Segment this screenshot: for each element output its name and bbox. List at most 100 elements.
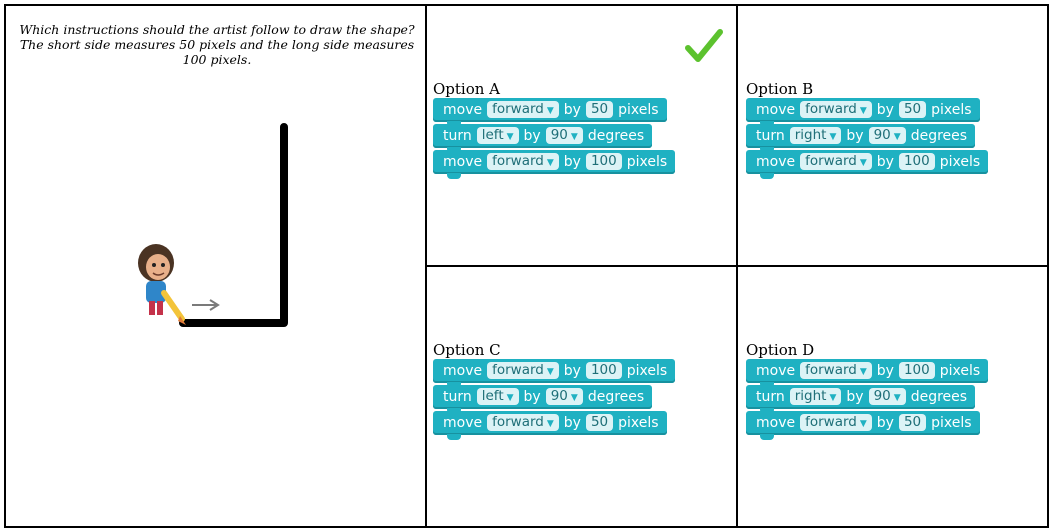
amount-value: 50 bbox=[903, 101, 922, 117]
direction-dropdown[interactable]: forward▼ bbox=[800, 362, 872, 379]
option-label: Option B bbox=[746, 80, 814, 98]
amount-field[interactable]: 90▼ bbox=[545, 388, 583, 405]
amount-field[interactable]: 90▼ bbox=[868, 127, 906, 144]
direction-dropdown[interactable]: forward▼ bbox=[487, 101, 559, 118]
direction-dropdown[interactable]: forward▼ bbox=[487, 153, 559, 170]
dropdown-arrow-icon: ▼ bbox=[570, 132, 578, 142]
dropdown-arrow-icon: ▼ bbox=[859, 367, 867, 377]
dropdown-arrow-icon: ▼ bbox=[859, 106, 867, 116]
block-connector bbox=[447, 434, 461, 440]
block-command: move bbox=[443, 363, 483, 379]
block-command: turn bbox=[756, 128, 785, 144]
direction-value: left bbox=[481, 127, 504, 143]
block-command: turn bbox=[443, 128, 472, 144]
amount-value: 90 bbox=[550, 388, 568, 404]
dropdown-arrow-icon: ▼ bbox=[859, 158, 867, 168]
amount-value: 50 bbox=[590, 101, 609, 117]
amount-field[interactable]: 100 bbox=[585, 362, 622, 379]
block-by-label: by bbox=[846, 128, 864, 144]
artist-character-icon bbox=[138, 244, 186, 325]
block-unit: degrees bbox=[910, 128, 968, 144]
block-unit: degrees bbox=[587, 128, 645, 144]
amount-value: 50 bbox=[903, 414, 922, 430]
amount-field[interactable]: 100 bbox=[898, 362, 935, 379]
dropdown-arrow-icon: ▼ bbox=[893, 393, 901, 403]
dropdown-arrow-icon: ▼ bbox=[506, 393, 514, 403]
block-unit: pixels bbox=[626, 154, 668, 170]
option-label: Option D bbox=[746, 341, 815, 359]
block-unit: pixels bbox=[931, 102, 972, 118]
block-unit: pixels bbox=[939, 363, 981, 379]
amount-value: 90 bbox=[873, 127, 891, 143]
amount-field[interactable]: 100 bbox=[898, 153, 935, 170]
block-by-label: by bbox=[876, 363, 894, 379]
amount-field[interactable]: 50 bbox=[585, 414, 614, 431]
dropdown-arrow-icon: ▼ bbox=[546, 367, 554, 377]
block-by-label: by bbox=[876, 154, 894, 170]
block-unit: pixels bbox=[626, 363, 668, 379]
block-by-label: by bbox=[563, 363, 581, 379]
direction-value: forward bbox=[805, 153, 857, 169]
dropdown-arrow-icon: ▼ bbox=[546, 106, 554, 116]
direction-dropdown[interactable]: forward▼ bbox=[800, 101, 872, 118]
block-connector bbox=[447, 173, 461, 179]
amount-field[interactable]: 50 bbox=[898, 414, 927, 431]
direction-value: forward bbox=[805, 414, 857, 430]
direction-dropdown[interactable]: forward▼ bbox=[487, 362, 559, 379]
block-by-label: by bbox=[563, 415, 581, 431]
direction-dropdown[interactable]: right▼ bbox=[789, 388, 842, 405]
amount-field[interactable]: 50 bbox=[898, 101, 927, 118]
right-arrow-icon bbox=[192, 299, 220, 311]
block-command: move bbox=[756, 363, 796, 379]
block-unit: pixels bbox=[618, 102, 659, 118]
direction-dropdown[interactable]: left▼ bbox=[476, 127, 519, 144]
direction-value: forward bbox=[492, 153, 544, 169]
direction-value: forward bbox=[492, 362, 544, 378]
direction-dropdown[interactable]: forward▼ bbox=[800, 414, 872, 431]
block-connector bbox=[760, 173, 774, 179]
amount-field[interactable]: 50 bbox=[585, 101, 614, 118]
amount-field[interactable]: 90▼ bbox=[868, 388, 906, 405]
direction-value: forward bbox=[805, 362, 857, 378]
block-connector bbox=[760, 434, 774, 440]
block-command: move bbox=[443, 415, 483, 431]
direction-value: forward bbox=[492, 101, 544, 117]
amount-value: 100 bbox=[590, 362, 617, 378]
dropdown-arrow-icon: ▼ bbox=[570, 393, 578, 403]
amount-value: 100 bbox=[590, 153, 617, 169]
direction-dropdown[interactable]: forward▼ bbox=[800, 153, 872, 170]
option-label: Option A bbox=[433, 80, 501, 98]
dropdown-arrow-icon: ▼ bbox=[546, 158, 554, 168]
dropdown-arrow-icon: ▼ bbox=[829, 393, 837, 403]
block-unit: degrees bbox=[587, 389, 645, 405]
dropdown-arrow-icon: ▼ bbox=[859, 419, 867, 429]
direction-dropdown[interactable]: left▼ bbox=[476, 388, 519, 405]
dropdown-arrow-icon: ▼ bbox=[893, 132, 901, 142]
direction-value: right bbox=[794, 388, 827, 404]
dropdown-arrow-icon: ▼ bbox=[546, 419, 554, 429]
block-by-label: by bbox=[523, 389, 541, 405]
direction-dropdown[interactable]: forward▼ bbox=[487, 414, 559, 431]
amount-field[interactable]: 90▼ bbox=[545, 127, 583, 144]
block-command: turn bbox=[443, 389, 472, 405]
block-command: move bbox=[756, 102, 796, 118]
amount-field[interactable]: 100 bbox=[585, 153, 622, 170]
amount-value: 100 bbox=[903, 153, 930, 169]
block-by-label: by bbox=[876, 415, 894, 431]
block-by-label: by bbox=[876, 102, 894, 118]
block-unit: pixels bbox=[618, 415, 659, 431]
direction-dropdown[interactable]: right▼ bbox=[789, 127, 842, 144]
divider-horizontal bbox=[425, 265, 1049, 267]
block-unit: degrees bbox=[910, 389, 968, 405]
drawn-shape bbox=[179, 123, 288, 327]
